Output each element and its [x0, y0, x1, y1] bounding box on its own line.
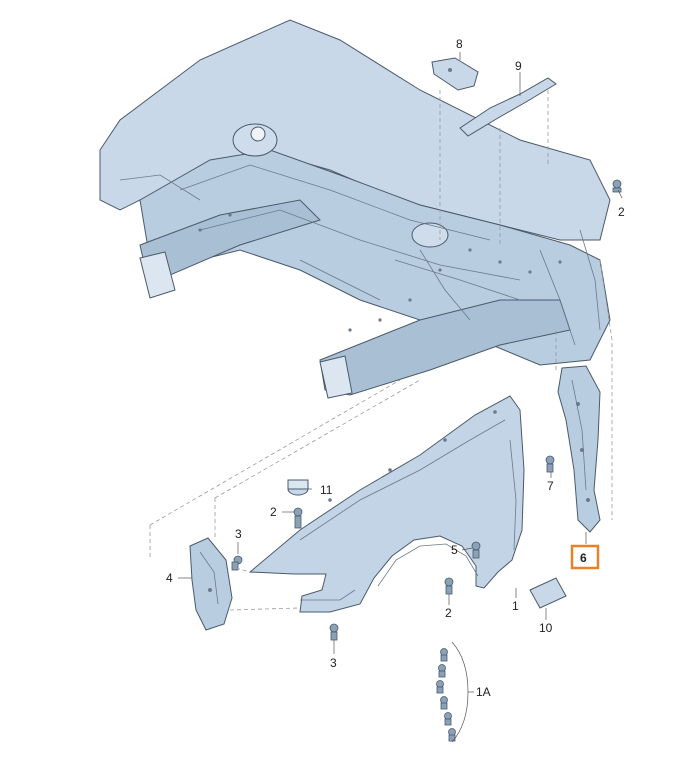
leader-lines: [178, 52, 623, 743]
callout-6: 6: [580, 551, 587, 565]
callout-9: 9: [515, 59, 522, 73]
callout-4: 4: [166, 571, 173, 585]
callout-2-lower: 2: [445, 606, 452, 620]
callout-7: 7: [547, 479, 554, 493]
part-10-cover-cap: [529, 577, 567, 609]
callout-5: 5: [451, 543, 458, 557]
callout-2-wing: 2: [270, 505, 277, 519]
highlight-box: [570, 544, 600, 570]
callout-1a: 1A: [476, 685, 491, 699]
part-1-front-wing: [248, 395, 525, 613]
part-6-side-bracket: [557, 365, 601, 533]
callout-8: 8: [456, 37, 463, 51]
part-11-cap: [287, 479, 309, 496]
callout-11: 11: [320, 483, 333, 497]
part-9-seal-strip: [459, 77, 557, 137]
assembly-lines: [149, 90, 613, 611]
part-8-bracket: [431, 57, 479, 91]
front-body-structure: [99, 19, 611, 399]
callout-10: 10: [539, 621, 553, 635]
callout-3-upper: 3: [235, 527, 242, 541]
callout-1: 1: [512, 599, 519, 613]
callout-2-top: 2: [618, 205, 625, 219]
callout-3-lower: 3: [330, 656, 337, 670]
part-4-bracket: [189, 537, 233, 631]
callout-labels: 8 9 2 11 2 3 4 5 2 1 10 7 3 1A 6: [166, 37, 625, 699]
